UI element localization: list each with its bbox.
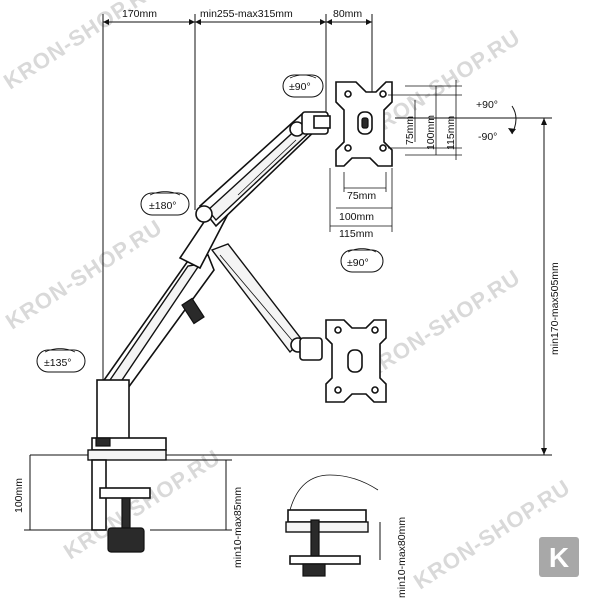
dim-height-range: min170-max505mm [549,262,561,355]
brand-badge: K [539,537,579,577]
forearm-raised [195,111,331,228]
rotation-elbow-label: ±180° [149,200,176,212]
dim-vesa-115-h: 115mm [445,116,457,150]
vesa-plate-upper [335,81,393,167]
tilt-indicator: +90° -90° [476,99,517,143]
dim-arm-reach: min255-max315mm [200,8,293,20]
dim-170: 170mm [122,8,157,20]
tilt-up-label: +90° [476,99,498,111]
rotation-base-label: ±135° [44,357,71,369]
tilt-down-label: -90° [478,131,497,143]
rotation-pill-elbow: ±180° [140,191,190,216]
grommet-mount: min10-max80mm [285,474,408,598]
vesa-vertical-dims: 75mm 100mm 115mm [388,80,462,160]
dim-80: 80mm [333,8,362,20]
dim-base-height: 100mm [13,478,25,513]
dim-clamp-range: min10-max85mm [232,487,244,568]
dim-vesa-75-w: 75mm [347,190,376,202]
rotation-head-label: ±90° [289,81,311,93]
base-dims: 100mm min10-max85mm [13,455,244,568]
desk-clamp [87,437,167,553]
upper-arm [96,209,230,441]
top-dimension: 170mm min255-max315mm 80mm [102,8,373,455]
height-dimension: min170-max505mm [30,117,561,456]
vesa-horizontal-dims: 75mm 100mm 115mm [329,168,393,240]
dim-grommet-range: min10-max80mm [396,517,408,598]
rotation-rotate-label: ±90° [347,257,369,269]
rotation-pill-rotate: ±90° [340,248,384,273]
forearm-lowered [210,243,323,361]
brand-badge-letter: K [549,542,569,573]
dim-vesa-115-w: 115mm [339,228,373,240]
watermark-3: KRON-SHOP.RU [1,214,167,334]
dim-vesa-100-h: 100mm [425,115,437,150]
vesa-plate-lower [325,319,387,403]
dim-vesa-75-h: 75mm [404,116,416,145]
dim-vesa-100-w: 100mm [339,211,374,223]
rotation-pill-base: ±135° [36,348,86,373]
rotation-pill-head: ±90° [282,74,324,98]
